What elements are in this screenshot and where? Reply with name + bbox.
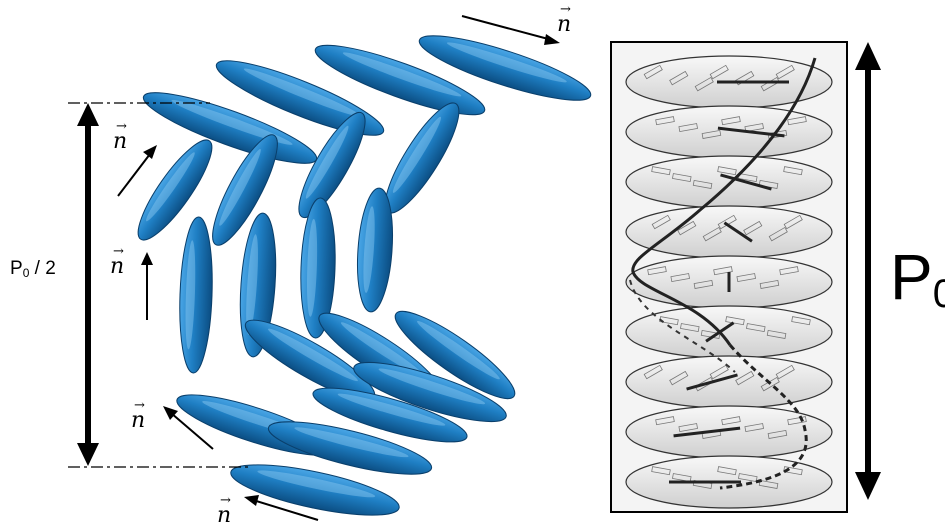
director-arrow-middle — [141, 252, 153, 320]
director-label-middle: →n — [110, 256, 124, 278]
half-pitch-label: P0 / 2 — [10, 258, 56, 280]
panel-slice — [626, 406, 832, 458]
pitch-arrowhead-top — [855, 42, 881, 70]
director-label-upper-left: →n — [113, 131, 127, 153]
pitch-dimension — [855, 42, 881, 500]
helix-panel — [611, 42, 847, 512]
pitch-arrowhead-bottom — [855, 472, 881, 500]
panel-slice — [626, 156, 832, 208]
panel-slice — [626, 256, 832, 308]
panel-slice — [626, 456, 832, 508]
director-label-bottom: →n — [217, 505, 231, 527]
panel-molecule-slices — [626, 56, 832, 508]
director-label-lower-left: →n — [131, 410, 145, 432]
pitch-label: P0 — [890, 240, 945, 317]
panel-slice — [626, 206, 832, 258]
molecule-ellipsoid — [177, 216, 214, 373]
director-label-top: →n — [557, 14, 571, 36]
molecule-ellipsoid — [127, 132, 222, 249]
panel-slice — [626, 106, 832, 158]
panel-slice — [626, 306, 832, 358]
half-pitch-arrowhead-top — [77, 103, 99, 126]
half-pitch-arrowhead-bottom — [77, 443, 99, 466]
director-arrow-top — [462, 16, 560, 45]
panel-slice — [626, 356, 832, 408]
molecule-stack — [127, 24, 595, 525]
panel-slice — [626, 56, 832, 108]
molecule-ellipsoid — [354, 187, 397, 313]
